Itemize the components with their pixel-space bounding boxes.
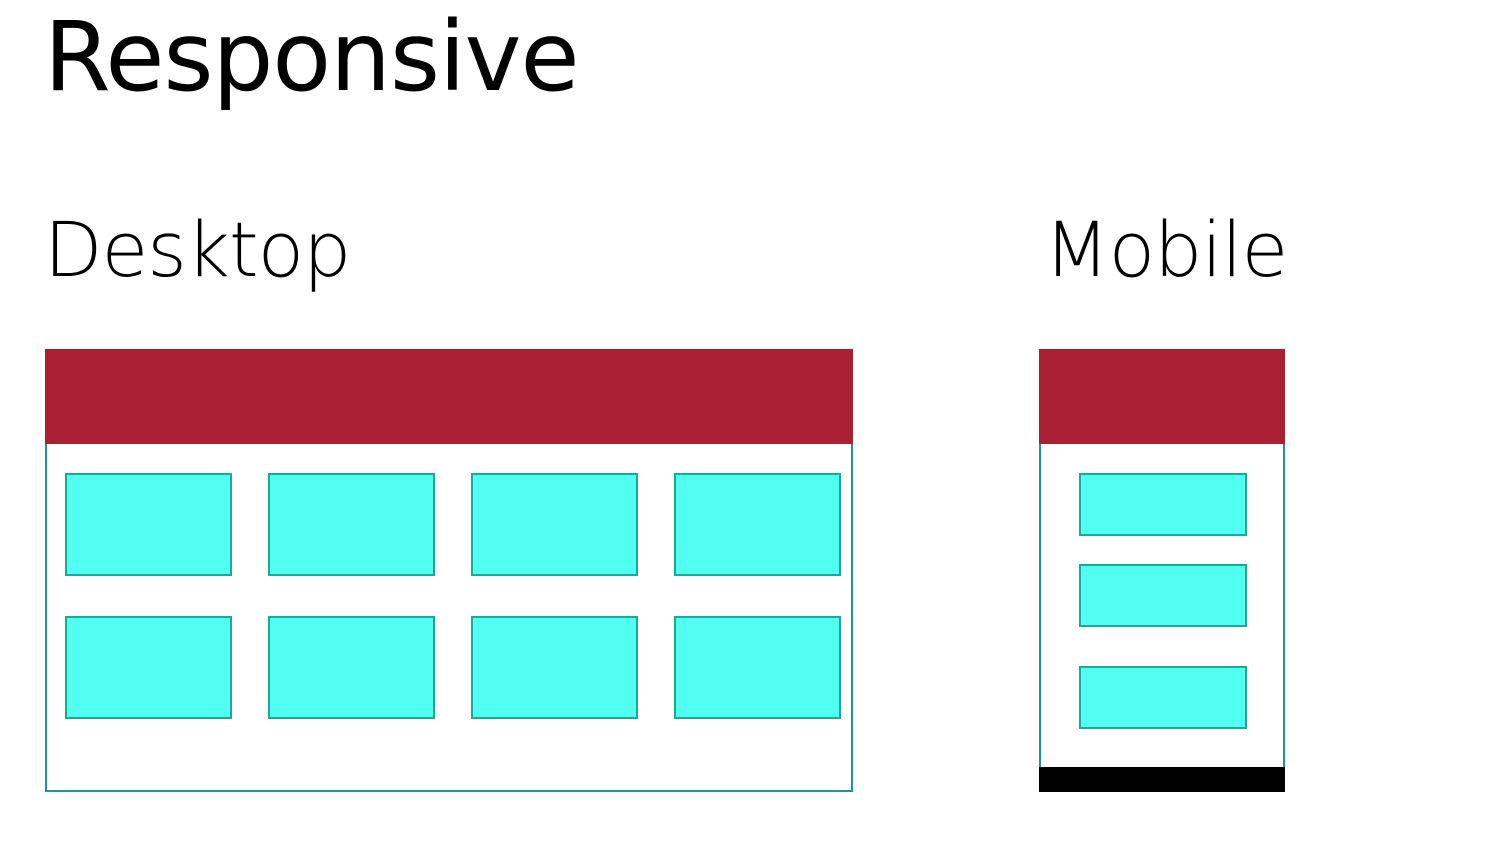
desktop-card	[674, 473, 841, 576]
mobile-label: Mobile	[1044, 205, 1288, 294]
page-title: Responsive	[44, 1, 580, 113]
desktop-card	[65, 616, 232, 719]
mobile-card	[1079, 564, 1247, 627]
desktop-layout-frame	[45, 349, 853, 792]
desktop-card	[268, 616, 435, 719]
mobile-layout-frame	[1039, 349, 1285, 792]
desktop-label: Desktop	[44, 205, 351, 294]
desktop-card	[65, 473, 232, 576]
mobile-header-bar	[1039, 349, 1285, 444]
desktop-card	[471, 473, 638, 576]
mobile-card	[1079, 473, 1247, 536]
mobile-footer-bar	[1039, 767, 1285, 792]
mobile-card	[1079, 666, 1247, 729]
desktop-card	[268, 473, 435, 576]
desktop-header-bar	[45, 349, 853, 444]
desktop-card	[471, 616, 638, 719]
desktop-card	[674, 616, 841, 719]
